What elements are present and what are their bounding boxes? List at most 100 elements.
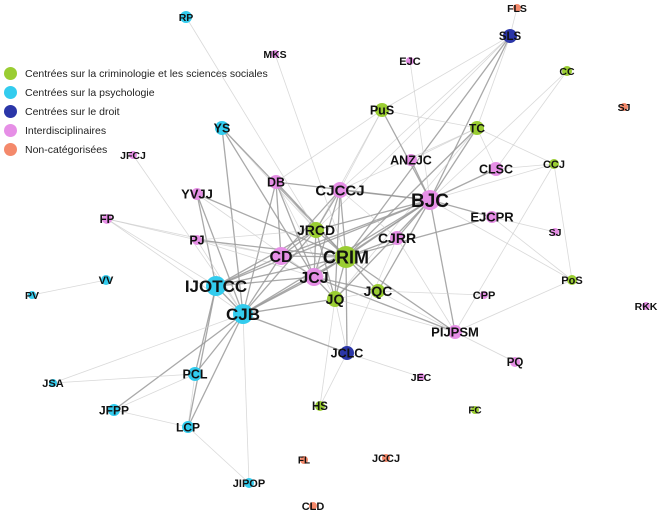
node-FLS[interactable]: FLS bbox=[507, 3, 527, 15]
node-label: FLS bbox=[507, 3, 527, 15]
node-CJRR[interactable]: CJRR bbox=[378, 230, 416, 246]
node-PuS[interactable]: PuS bbox=[370, 103, 394, 118]
edge-PJ-CD bbox=[196, 239, 282, 257]
node-EJC[interactable]: EJC bbox=[399, 56, 420, 68]
node-SJ2[interactable]: SJ bbox=[549, 227, 562, 239]
node-RP[interactable]: RP bbox=[179, 11, 194, 24]
edge-BJC-CCJ bbox=[429, 163, 555, 201]
node-CPP[interactable]: CPP bbox=[473, 290, 496, 302]
node-PCL[interactable]: PCL bbox=[183, 367, 208, 382]
edge-JFPP-LCP bbox=[113, 409, 189, 428]
node-CC[interactable]: CC bbox=[559, 66, 575, 78]
node-CRIM[interactable]: CRIM bbox=[323, 246, 369, 268]
node-label: BJC bbox=[411, 191, 449, 212]
edge-CCJ-PIJPSM bbox=[454, 163, 555, 333]
legend-label-noncat: Non-catégorisées bbox=[25, 143, 108, 156]
node-FL[interactable]: FL bbox=[298, 456, 310, 467]
node-label: PQ bbox=[507, 357, 524, 369]
node-YS[interactable]: YS bbox=[214, 121, 231, 136]
node-label: SJ bbox=[549, 227, 562, 239]
edge-TC-BJC bbox=[429, 127, 478, 201]
node-dot bbox=[192, 235, 202, 245]
node-dot bbox=[417, 373, 425, 381]
node-label: PuS bbox=[370, 104, 394, 118]
node-label: DB bbox=[267, 176, 285, 190]
edge-CJB-JSA bbox=[52, 313, 244, 384]
node-SJ1[interactable]: SJ bbox=[618, 102, 631, 114]
node-label: ANZJC bbox=[390, 154, 432, 168]
node-RKK[interactable]: RKK bbox=[635, 301, 658, 313]
node-JIPOP[interactable]: JIPOP bbox=[233, 478, 265, 490]
edge-SLS-CRIM bbox=[345, 35, 511, 258]
node-PJ[interactable]: PJ bbox=[189, 234, 204, 248]
edge-CC-CLSC bbox=[495, 70, 568, 170]
node-JCJ[interactable]: JCJ bbox=[299, 268, 329, 287]
node-JCCJ[interactable]: JCCJ bbox=[372, 453, 400, 465]
node-dot bbox=[191, 188, 203, 200]
edge-CRIM-PIJPSM bbox=[345, 256, 456, 333]
node-label: YS bbox=[214, 122, 231, 136]
node-label: JQC bbox=[364, 283, 393, 299]
node-dot bbox=[567, 275, 577, 285]
node-CD[interactable]: CD bbox=[269, 247, 293, 266]
edge-BJC-CLSC bbox=[429, 168, 497, 201]
node-dot bbox=[49, 379, 57, 387]
edge-BJC-JQ bbox=[334, 199, 431, 300]
node-JCLC[interactable]: JCLC bbox=[331, 346, 364, 361]
node-YVJJ[interactable]: YVJJ bbox=[181, 187, 213, 202]
edge-TC-PuS bbox=[381, 109, 478, 129]
node-CLSC[interactable]: CLSC bbox=[479, 162, 513, 177]
node-FC[interactable]: FC bbox=[468, 406, 481, 417]
node-CCJ[interactable]: CCJ bbox=[543, 159, 565, 171]
node-PV[interactable]: PV bbox=[25, 290, 39, 302]
node-JFPP[interactable]: JFPP bbox=[99, 403, 129, 417]
node-PIJPSM[interactable]: PIJPSM bbox=[431, 325, 479, 340]
node-VV[interactable]: VV bbox=[99, 275, 114, 287]
node-PQ[interactable]: PQ bbox=[507, 357, 524, 369]
edge-PCL-LCP bbox=[187, 373, 196, 428]
legend-swatch-crim bbox=[4, 67, 17, 80]
node-BJC[interactable]: BJC bbox=[411, 190, 449, 212]
legend-swatch-droit bbox=[4, 105, 17, 118]
node-JQC[interactable]: JQC bbox=[364, 283, 393, 299]
edge-CJB-JIPOP bbox=[242, 313, 250, 484]
node-JEC[interactable]: JEC bbox=[411, 372, 432, 384]
node-HS[interactable]: HS bbox=[312, 401, 328, 413]
node-dot bbox=[315, 401, 325, 411]
edge-RP-JRCD bbox=[185, 16, 317, 231]
node-ANZJC[interactable]: ANZJC bbox=[390, 154, 432, 168]
node-JQ[interactable]: JQ bbox=[326, 291, 345, 307]
node-label: TC bbox=[469, 121, 485, 135]
node-DB[interactable]: DB bbox=[267, 175, 285, 190]
node-dot bbox=[327, 291, 343, 307]
node-label: CJB bbox=[226, 305, 260, 324]
node-FP[interactable]: FP bbox=[100, 214, 115, 226]
node-EJCPR[interactable]: EJCPR bbox=[470, 210, 514, 225]
node-CJCCJ[interactable]: CJCCJ bbox=[315, 182, 365, 199]
node-MKS[interactable]: MKS bbox=[263, 49, 286, 61]
node-JRCD[interactable]: JRCD bbox=[297, 222, 335, 238]
node-CJB[interactable]: CJB bbox=[226, 304, 260, 324]
edge-CCJ-CLSC bbox=[495, 163, 555, 170]
edge-CC-BJC bbox=[429, 70, 568, 201]
node-label: PJ bbox=[189, 234, 204, 248]
node-TC[interactable]: TC bbox=[469, 121, 485, 135]
legend-item-droit: Centrées sur le droit bbox=[4, 102, 268, 121]
node-LCP[interactable]: LCP bbox=[176, 420, 200, 434]
legend-swatch-noncat bbox=[4, 143, 17, 156]
edge-TC-CLSC bbox=[476, 127, 497, 170]
legend-swatch-psy bbox=[4, 86, 17, 99]
node-SLS[interactable]: SLS bbox=[499, 29, 522, 43]
node-JSA[interactable]: JSA bbox=[42, 378, 63, 390]
edge-IJOTCC-JCJ bbox=[215, 276, 315, 287]
edge-CCJ-PoS bbox=[553, 163, 573, 281]
node-CLD[interactable]: CLD bbox=[302, 501, 325, 513]
node-dot bbox=[551, 228, 559, 236]
node-PoS[interactable]: PoS bbox=[561, 275, 582, 287]
node-JFCJ[interactable]: JFCJ bbox=[120, 150, 146, 162]
edge-PCL-JFPP bbox=[113, 373, 196, 411]
node-IJOTCC[interactable]: IJOTCC bbox=[185, 276, 247, 296]
edge-CJCCJ-CJRR bbox=[339, 189, 398, 239]
edge-DB-CD bbox=[275, 181, 282, 257]
edge-LCP-JIPOP bbox=[187, 426, 250, 484]
